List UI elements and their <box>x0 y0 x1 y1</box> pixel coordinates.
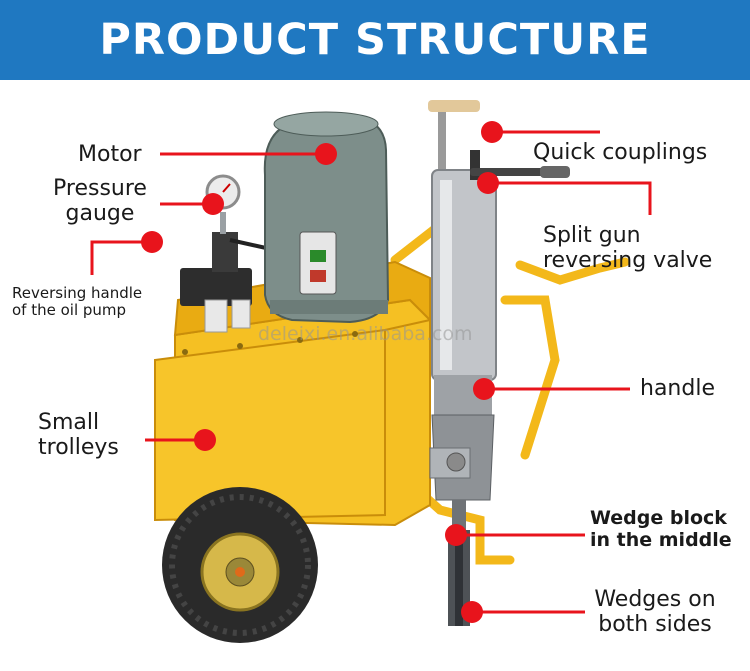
page-title: PRODUCT STRUCTURE <box>99 15 651 65</box>
callout-wedges-sides <box>461 601 585 623</box>
label-wedges-sides-line1: Wedges on <box>594 587 716 612</box>
label-reversing-handle-line1: Reversing handle <box>12 284 143 302</box>
label-reversing-handle-line2: of the oil pump <box>12 301 127 320</box>
oil-tank <box>154 260 431 527</box>
label-split-gun-line1: Split gun <box>543 223 641 248</box>
callout-split-gun-valve <box>477 172 652 215</box>
watermark-text: deleixi.en.alibaba.com <box>258 323 473 345</box>
split-gun-art <box>428 100 570 626</box>
title-banner: PRODUCT STRUCTURE <box>0 0 750 80</box>
label-wedge-block: Wedge block in the middle <box>590 507 732 552</box>
callout-layer <box>90 121 652 623</box>
label-motor: Motor <box>78 142 142 167</box>
callout-reversing-handle <box>90 231 163 275</box>
label-reversing-handle: Reversing handle of the oil pump <box>12 284 143 320</box>
label-small-trolleys-line2: trolleys <box>38 435 119 461</box>
label-split-gun-valve: Split gun reversing valve <box>543 223 712 274</box>
label-pressure-gauge: Pressure gauge <box>44 176 156 227</box>
callout-pressure-gauge <box>160 193 224 215</box>
callout-wedge-block <box>445 524 585 546</box>
label-quick-couplings: Quick couplings <box>533 140 707 165</box>
label-handle-text: handle <box>640 376 715 401</box>
label-wedge-block-line2: in the middle <box>590 528 732 551</box>
callout-handle <box>473 378 630 400</box>
motor-art <box>263 111 390 324</box>
callout-small-trolleys <box>145 429 216 451</box>
callout-motor <box>160 143 337 165</box>
label-wedges-sides-line2: both sides <box>598 612 712 638</box>
label-wedges-sides: Wedges on both sides <box>585 587 725 638</box>
label-motor-text: Motor <box>78 142 142 167</box>
label-split-gun-line2: reversing valve <box>543 248 713 274</box>
wheel-art <box>162 487 318 643</box>
label-pressure-gauge-line1: Pressure <box>53 176 147 201</box>
label-pressure-gauge-line2: gauge <box>65 201 135 227</box>
label-handle: handle <box>640 376 715 401</box>
label-small-trolleys: Small trolleys <box>38 410 119 461</box>
label-quick-couplings-text: Quick couplings <box>533 140 708 165</box>
diagram-area: deleixi.en.alibaba.com <box>0 80 750 671</box>
callout-quick-couplings <box>481 121 600 143</box>
label-small-trolleys-line1: Small <box>38 410 100 435</box>
machine-illustration <box>154 100 630 643</box>
label-wedge-block-line1: Wedge block <box>590 507 727 529</box>
